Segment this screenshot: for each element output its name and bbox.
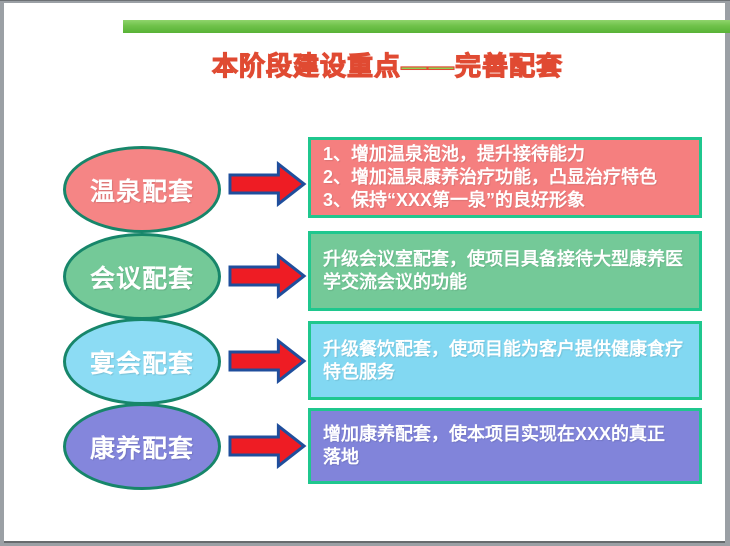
- stage-ellipse-wellness: 康养配套: [63, 403, 221, 490]
- detail-box-text: 升级会议室配套，使项目具备接待大型康养医学交流会议的功能: [323, 249, 683, 292]
- stage-ellipse-label: 康养配套: [89, 434, 194, 463]
- detail-box-text: 升级餐饮配套，使项目能为客户提供健康食疗特色服务: [323, 338, 683, 382]
- detail-box-hot-spring: 1、增加温泉泡池，提升接待能力 2、增加温泉康养治疗功能，凸显治疗特色 3、保持…: [308, 137, 702, 218]
- stage-ellipse-conference: 会议配套: [63, 233, 221, 320]
- arrow-right-icon: [228, 253, 307, 299]
- detail-box-wellness: 增加康养配套，使本项目实现在XXX的真正落地: [308, 408, 702, 484]
- stage-ellipse-banquet: 宴会配套: [63, 318, 221, 405]
- arrow-right-icon: [228, 161, 307, 207]
- detail-box-text: 1、增加温泉泡池，提升接待能力 2、增加温泉康养治疗功能，凸显治疗特色 3、保持…: [323, 144, 658, 210]
- arrow-right-icon: [228, 423, 307, 469]
- stage-ellipse-label: 会议配套: [89, 264, 194, 293]
- title-accent-bar: [123, 20, 730, 33]
- stage-ellipse-label: 宴会配套: [89, 349, 194, 378]
- stage-ellipse-label: 温泉配套: [89, 177, 194, 206]
- stage-ellipse-hot-spring: 温泉配套: [63, 146, 221, 233]
- detail-box-conference: 升级会议室配套，使项目具备接待大型康养医学交流会议的功能: [308, 231, 702, 311]
- detail-box-text: 增加康养配套，使本项目实现在XXX的真正落地: [323, 424, 666, 467]
- page-title: 本阶段建设重点——完善配套: [211, 50, 563, 81]
- detail-box-banquet: 升级餐饮配套，使项目能为客户提供健康食疗特色服务: [308, 321, 702, 400]
- arrow-right-icon: [228, 338, 307, 384]
